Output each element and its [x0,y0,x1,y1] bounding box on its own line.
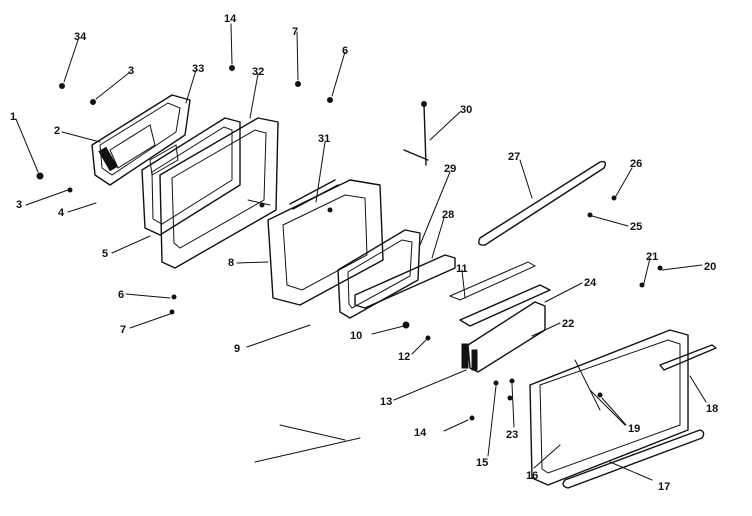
callout-label: 26 [630,158,642,170]
callout-label: 27 [508,151,520,163]
callout-label: 32 [252,66,264,78]
leader-lines [15,23,707,481]
callout-label: 3 [16,199,22,211]
callout-label: 9 [234,343,240,355]
callout-label: 24 [584,277,597,289]
callout-label: 4 [58,207,65,219]
callout-label: 20 [704,261,716,273]
callout-label: 6 [118,289,124,301]
hardware-screws [36,65,663,421]
part-inner-door-panel [91,94,191,186]
callout-label: 10 [350,330,362,342]
callout-label: 14 [224,13,237,25]
callout-label: 19 [628,423,640,435]
callout-label: 15 [476,457,488,469]
part-hinge-strip [289,179,339,210]
callout-label: 31 [318,133,330,145]
part-door-frame [141,117,241,236]
callout-label: 6 [342,45,348,57]
callout-label: 3 [128,65,134,77]
callout-label: 12 [398,351,410,363]
callout-label: 25 [630,221,642,233]
callout-label: 18 [706,403,718,415]
part-glass-plate [354,254,456,309]
reference-lines [254,424,361,463]
callout-label: 8 [228,257,234,269]
callout-label: 23 [506,429,518,441]
callout-label: 28 [442,209,454,221]
callout-label: 7 [292,26,298,38]
callout-labels: 34 3 14 7 6 33 32 1 2 30 3 31 27 26 29 4… [10,13,718,493]
callout-label: 21 [646,251,658,263]
callout-label: 30 [460,104,472,116]
callout-label: 33 [192,63,204,75]
callout-label: 17 [658,481,670,493]
callout-label: 14 [414,427,427,439]
callout-label: 7 [120,324,126,336]
callout-label: 29 [444,163,456,175]
part-handle-bar [478,160,607,246]
callout-label: 5 [102,248,108,260]
part-glass-panel [267,179,384,306]
callout-label: 34 [74,31,87,43]
callout-label: 13 [380,396,392,408]
part-window-frame [337,229,421,319]
callout-label: 2 [54,125,60,137]
part-handle-bolt [403,101,429,166]
part-insulation-plates [448,261,551,373]
part-lower-door-assembly [529,329,717,489]
callout-label: 16 [526,470,538,482]
callout-label: 1 [10,111,16,123]
part-door-liner [159,117,279,269]
callout-label: 22 [562,318,574,330]
callout-label: 11 [456,263,468,275]
